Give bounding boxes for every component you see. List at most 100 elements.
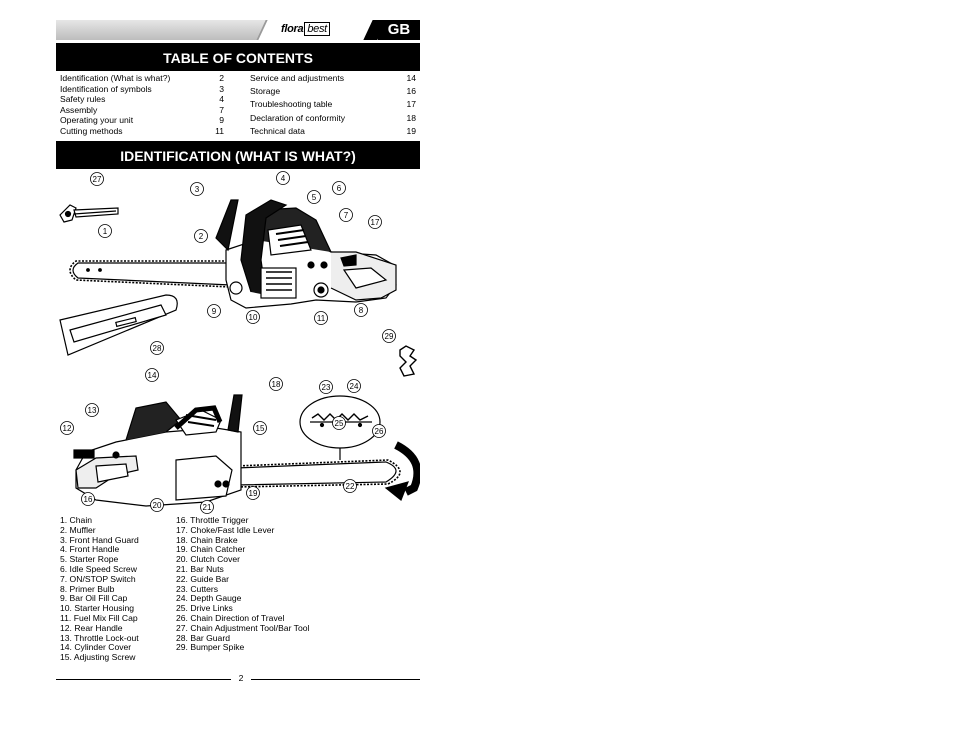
identification-title: IDENTIFICATION (WHAT IS WHAT?) xyxy=(56,141,420,169)
callout-number: 8 xyxy=(359,306,364,315)
toc-entry-label: Operating your unit xyxy=(60,115,134,126)
toc-entry-label: Cutting methods xyxy=(60,125,123,136)
legend-item: 11. Fuel Mix Fill Cap xyxy=(60,612,138,623)
callout-number: 1 xyxy=(103,227,108,236)
legend-item: 23. Cutters xyxy=(176,583,219,594)
toc-entry-label: Assembly xyxy=(60,104,98,115)
callout-number: 26 xyxy=(375,427,384,436)
toc-entry: Cutting methods 11 xyxy=(60,126,224,137)
callout-circle xyxy=(382,329,396,343)
callout-number: 19 xyxy=(249,489,258,498)
toc-entry-label: Identification of symbols xyxy=(60,83,152,94)
callout-number: 6 xyxy=(337,184,342,193)
toc-entry-label: Technical data xyxy=(250,125,305,136)
legend-item: 15. Adjusting Screw xyxy=(60,652,136,663)
toc-entry: Operating your unit 9 xyxy=(60,115,224,126)
callout-number: 24 xyxy=(350,382,359,391)
legend-item: 17. Choke/Fast Idle Lever xyxy=(176,524,275,535)
legend-item: 5. Starter Rope xyxy=(60,554,119,565)
toc-entry-page: 14 xyxy=(406,73,416,83)
legend-item: 9. Bar Oil Fill Cap xyxy=(60,593,128,604)
toc-entry-label: Declaration of conformity xyxy=(250,112,346,123)
legend-item: 2. Muffler xyxy=(60,524,96,535)
page-number: 2 xyxy=(238,673,244,683)
legend-item: 29. Bumper Spike xyxy=(176,642,245,653)
callout-circle xyxy=(145,368,159,382)
legend-item: 4. Front Handle xyxy=(60,544,120,555)
footer-rule-right xyxy=(251,679,420,680)
chainsaw-bottom-figure xyxy=(73,394,420,507)
toc-entry: Safety rules 4 xyxy=(60,94,224,105)
legend-item: 25. Drive Links xyxy=(176,603,233,614)
callout-circle xyxy=(90,172,104,186)
callout-circle xyxy=(246,310,260,324)
legend-item: 13. Throttle Lock-out xyxy=(60,632,139,643)
callout-number: 4 xyxy=(281,174,286,183)
callout-number: 25 xyxy=(335,419,344,428)
callout-number: 15 xyxy=(256,424,265,433)
callout-number: 16 xyxy=(84,495,93,504)
callout-circle xyxy=(85,403,99,417)
toc-entry: Identification of symbols 3 xyxy=(60,84,224,95)
callout-circle xyxy=(207,304,221,318)
callout-circle xyxy=(354,303,368,317)
legend-item: 19. Chain Catcher xyxy=(176,544,246,555)
callout-number: 5 xyxy=(312,193,317,202)
callout-circle xyxy=(60,421,74,435)
callout-number: 22 xyxy=(346,482,355,491)
chainsaw-top-figure xyxy=(59,199,418,377)
callout-circle xyxy=(343,479,357,493)
callout-number: 10 xyxy=(249,313,258,322)
legend-item: 8. Primer Bulb xyxy=(60,583,115,594)
callout-circle xyxy=(269,377,283,391)
header-grey-band xyxy=(56,20,271,40)
toc-entry-page: 3 xyxy=(219,83,224,94)
toc-entry-page: 2 xyxy=(219,73,224,83)
callout-circle xyxy=(200,500,214,514)
callout-number: 3 xyxy=(195,185,200,194)
toc-entry-page: 18 xyxy=(406,112,416,123)
footer: 2 xyxy=(56,673,420,691)
legend-item: 16. Throttle Trigger xyxy=(176,515,249,525)
callout-circle xyxy=(368,215,382,229)
legend-item: 1. Chain xyxy=(60,515,93,525)
language-badge: GB xyxy=(378,20,420,40)
callout-number: 18 xyxy=(272,380,281,389)
legend-item: 6. Idle Speed Screw xyxy=(60,563,137,574)
toc-entry-label: Identification (What is what?) xyxy=(60,73,171,83)
callout-circle xyxy=(246,486,260,500)
legend-item: 20. Clutch Cover xyxy=(176,554,241,565)
callout-number: 29 xyxy=(385,332,394,341)
toc-entry-page: 4 xyxy=(219,94,224,105)
toc-entry-label: Safety rules xyxy=(60,94,106,105)
callout-circle xyxy=(190,182,204,196)
callout-number: 11 xyxy=(317,314,326,323)
legend-item: 10. Starter Housing xyxy=(60,603,135,614)
legend-item: 27. Chain Adjustment Tool/Bar Tool xyxy=(176,622,310,633)
callout-circle xyxy=(339,208,353,222)
toc-entry-page: 19 xyxy=(406,125,416,136)
callout-number: 9 xyxy=(212,307,217,316)
callout-number: 7 xyxy=(344,211,349,220)
toc-entry-page: 9 xyxy=(219,115,224,126)
legend-item: 12. Rear Handle xyxy=(60,622,123,633)
callout-circle xyxy=(332,416,346,430)
toc-entry: Technical data 19 xyxy=(250,126,416,139)
callout-number: 14 xyxy=(148,371,157,380)
callout-number: 21 xyxy=(203,503,212,512)
toc-entry-label: Troubleshooting table xyxy=(250,99,333,110)
callout-circle xyxy=(150,341,164,355)
callout-circle xyxy=(319,380,333,394)
toc-entry-page: 11 xyxy=(215,125,224,136)
callout-circle xyxy=(194,229,208,243)
callout-number: 12 xyxy=(63,424,72,433)
